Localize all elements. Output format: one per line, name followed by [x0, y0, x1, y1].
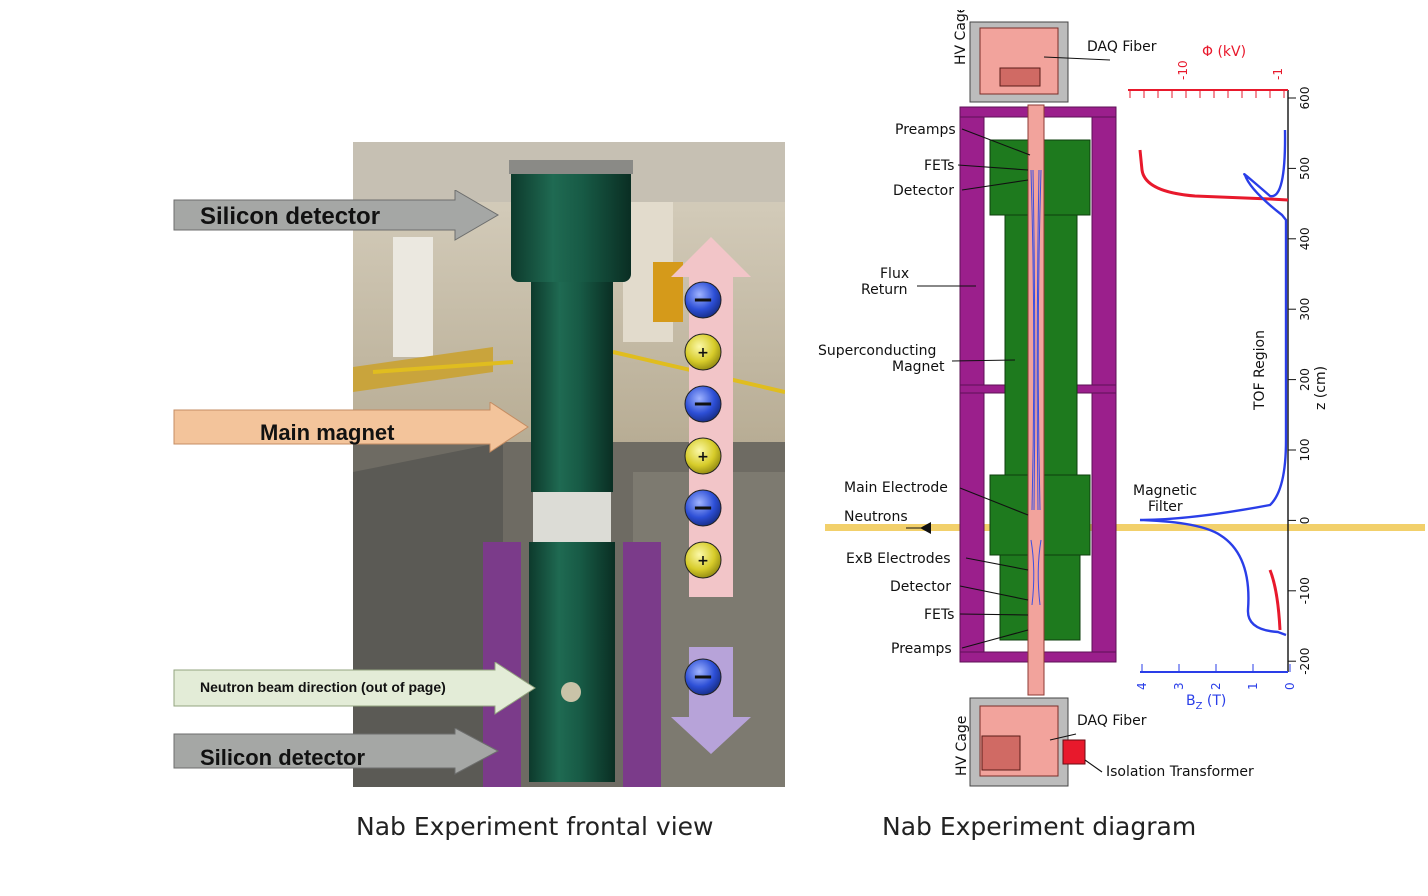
label-fets-top: FETs: [924, 158, 954, 174]
experiment-photo: − + − + − + −: [353, 142, 785, 787]
charge-sign: +: [697, 553, 709, 569]
positive-charge-icon: [684, 437, 722, 475]
charge-sign: −: [692, 285, 714, 315]
bz-tick-label: 2: [1209, 682, 1223, 690]
label-neutrons: Neutrons: [844, 509, 908, 525]
neutron-beam-line: [825, 524, 1425, 531]
z-axis-label: z (cm): [1313, 366, 1329, 410]
bz-tick-label: 4: [1135, 682, 1149, 690]
label-daq-fiber-top: DAQ Fiber: [1087, 39, 1157, 55]
callout-label: Main magnet: [260, 420, 395, 445]
callout-silicon-detector-bottom: Silicon detector: [173, 728, 500, 775]
charge-sign: −: [692, 493, 714, 523]
label-detector-bottom: Detector: [890, 579, 951, 595]
label-preamps-top: Preamps: [895, 122, 956, 138]
z-tick-label: -100: [1298, 577, 1312, 604]
charge-sign: −: [692, 389, 714, 419]
charge-sign: +: [697, 345, 709, 361]
callout-label: Silicon detector: [200, 745, 365, 770]
z-tick-label: 600: [1298, 87, 1312, 110]
label-exb-electrodes: ExB Electrodes: [846, 551, 951, 567]
z-tick-label: 100: [1298, 439, 1312, 462]
z-tick-label: 300: [1298, 298, 1312, 321]
bz-tick-label: 0: [1283, 682, 1297, 690]
label-hv-cage-top: HV Cage: [953, 10, 969, 65]
phi-axis-label: Φ (kV): [1202, 44, 1246, 60]
label-main-electrode: Main Electrode: [844, 480, 948, 496]
negative-charge-icon: [684, 489, 722, 527]
positive-charge-icon: [684, 333, 722, 371]
main-magnet-body: [531, 282, 613, 492]
callout-neutron-beam: Neutron beam direction (out of page): [173, 662, 536, 715]
negative-charge-icon: [684, 281, 722, 319]
callout-label: Neutron beam direction (out of page): [200, 679, 446, 695]
phi-tick-label: -10: [1176, 60, 1190, 80]
callout-main-magnet: Main magnet: [173, 402, 529, 453]
isolation-transformer-box: [1062, 739, 1086, 765]
label-detector-top: Detector: [893, 183, 954, 199]
caption-diagram: Nab Experiment diagram: [882, 812, 1197, 841]
background-panel: [393, 237, 433, 357]
label-tof-region: TOF Region: [1252, 330, 1268, 411]
label-isolation-transformer: Isolation Transformer: [1106, 764, 1254, 780]
z-tick-label: -200: [1298, 648, 1312, 675]
bz-axis-label: BZ (T): [1186, 693, 1226, 712]
nab-diagram: HV Cage DAQ Fiber Preamps FETs Detector …: [818, 10, 1425, 787]
bz-tick-label: 3: [1172, 682, 1186, 690]
tank-top: [511, 162, 631, 282]
callout-label: Silicon detector: [200, 203, 380, 230]
label-fets-bottom: FETs: [924, 607, 954, 623]
phi-curve: [1138, 149, 1289, 631]
negative-charge-icon: [684, 385, 722, 423]
positive-charge-icon: [684, 541, 722, 579]
label-daq-fiber-bottom: DAQ Fiber: [1077, 713, 1147, 729]
label-hv-cage-bottom: HV Cage: [954, 716, 970, 776]
label-preamps-bottom: Preamps: [891, 641, 952, 657]
bz-curve: [1139, 129, 1288, 637]
callout-silicon-detector-top: Silicon detector: [173, 190, 499, 241]
purple-support-right: [623, 542, 661, 787]
bz-tick-label: 1: [1246, 682, 1260, 690]
tank-bottom: [529, 542, 615, 782]
z-tick-label: 400: [1298, 227, 1312, 250]
phi-tick-label: -1: [1271, 68, 1285, 80]
negative-charge-icon: [684, 658, 722, 696]
z-tick-label: 200: [1298, 368, 1312, 391]
z-tick-label: 500: [1298, 157, 1312, 180]
charge-markers: − + − + − + −: [684, 281, 722, 696]
z-tick-label: 0: [1298, 517, 1312, 525]
charge-sign: −: [692, 662, 714, 692]
charge-sign: +: [697, 449, 709, 465]
caption-frontal-view: Nab Experiment frontal view: [356, 812, 714, 841]
